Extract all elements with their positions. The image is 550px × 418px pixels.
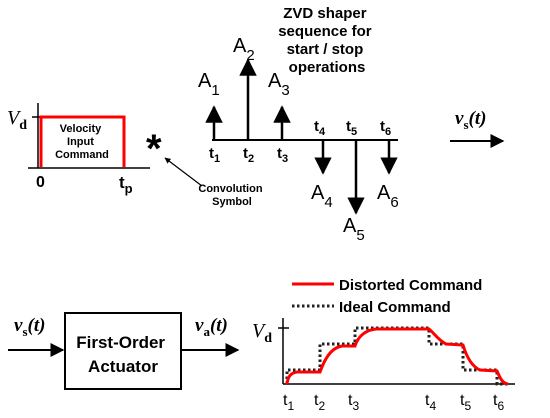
- zvd-shaper-title: ZVD shaper sequence for start / stop ope…: [278, 5, 376, 76]
- velocity-input-plot: Vd Velocity Input Command 0 tp: [7, 103, 150, 196]
- ideal-command-curve: [285, 326, 508, 386]
- input-vd-label: Vd: [7, 107, 27, 133]
- input-zero-label: 0: [36, 174, 45, 191]
- response-time-t6: t6: [493, 392, 504, 413]
- response-time-t4: t4: [425, 392, 436, 413]
- response-plot: Vd t1 t2 t3 t4 t5 t6: [252, 318, 515, 413]
- output-vs-label: vs(t): [455, 108, 486, 132]
- input-tp-label: tp: [119, 173, 133, 196]
- response-time-t1: t1: [283, 392, 294, 413]
- impulse-time-t3: t3: [277, 145, 288, 165]
- impulse-label-a4: A4: [311, 182, 333, 211]
- actuator-input-label: vs(t): [14, 315, 45, 339]
- impulse-label-a3: A3: [268, 70, 290, 99]
- response-time-t5: t5: [460, 392, 471, 413]
- legend-distorted-label: Distorted Command: [339, 277, 482, 294]
- impulse-time-t2: t2: [243, 145, 254, 165]
- velocity-input-box-text: Velocity Input Command: [55, 123, 109, 161]
- impulse-label-a6: A6: [377, 182, 399, 211]
- impulse-time-t4: t4: [314, 118, 326, 138]
- convolution-group: * Convolution Symbol: [146, 127, 265, 208]
- zvd-shaper-sequence: ZVD shaper sequence for start / stop ope…: [198, 5, 399, 244]
- convolution-pointer-arrow: [164, 157, 203, 187]
- response-time-t2: t2: [314, 392, 325, 413]
- impulse-time-t6: t6: [380, 118, 391, 138]
- impulse-label-a5: A5: [343, 215, 365, 244]
- actuator-block: [64, 312, 182, 390]
- actuator-output-label: va(t): [195, 315, 228, 339]
- legend-ideal-label: Ideal Command: [339, 299, 451, 316]
- convolution-symbol: *: [146, 127, 162, 171]
- actuator-block-text: First-Order Actuator: [76, 333, 170, 376]
- response-time-t3: t3: [348, 392, 359, 413]
- distorted-command-curve: [285, 327, 509, 386]
- impulse-label-a2: A2: [233, 35, 255, 64]
- convolution-label: Convolution Symbol: [198, 183, 265, 208]
- impulse-time-t1: t1: [209, 145, 220, 165]
- impulse-time-t5: t5: [346, 118, 357, 138]
- shaped-output: vs(t): [450, 108, 505, 148]
- velocity-pulse: [39, 115, 126, 167]
- legend: Distorted Command Ideal Command: [292, 277, 482, 316]
- response-vd-label: Vd: [252, 320, 272, 346]
- impulse-label-a1: A1: [198, 70, 220, 99]
- actuator-block-diagram: vs(t) First-Order Actuator va(t): [8, 312, 240, 390]
